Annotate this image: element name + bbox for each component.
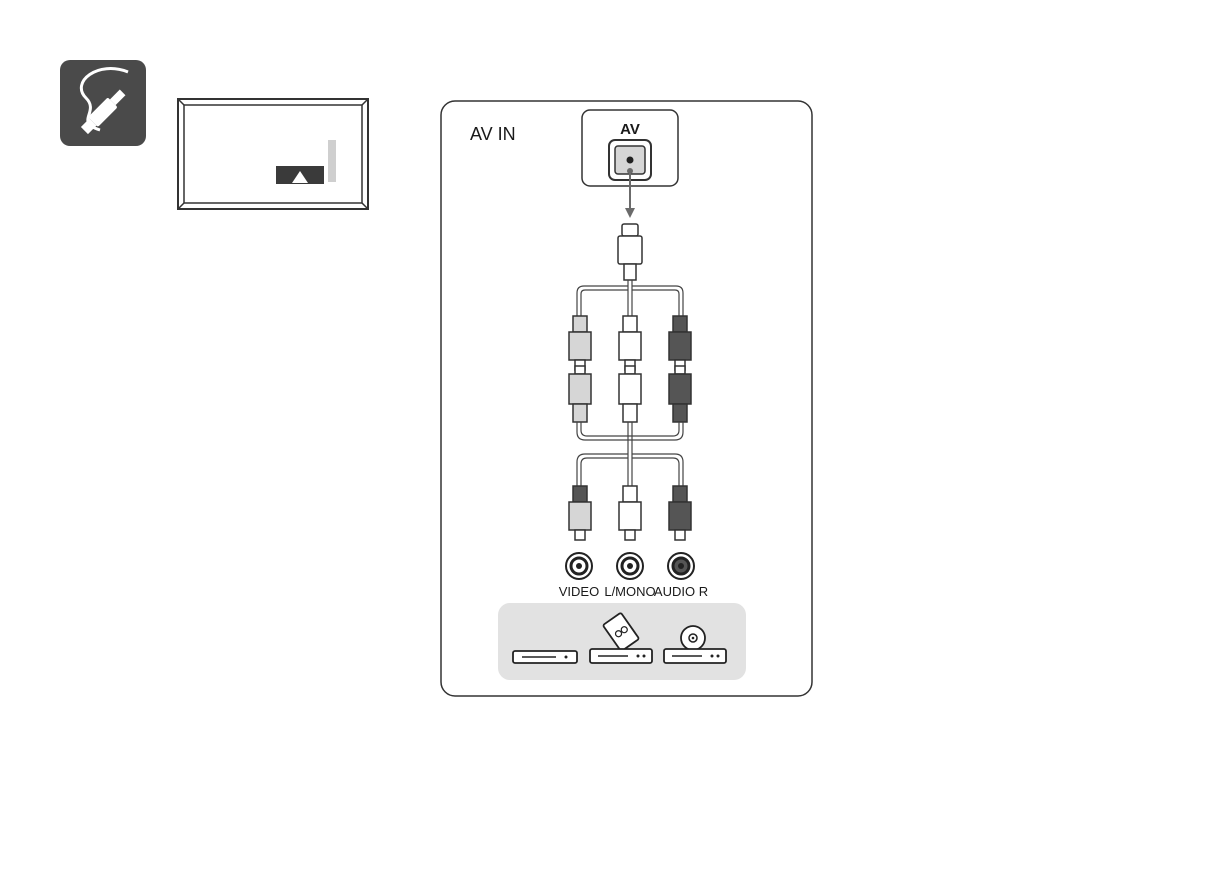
jack-label-audio-r: AUDIO R bbox=[654, 584, 708, 599]
video-jack bbox=[566, 553, 592, 579]
video-plug bbox=[569, 366, 591, 422]
port-label: AV bbox=[620, 121, 640, 138]
mono-jack bbox=[617, 553, 643, 579]
blu-ray-player-icon bbox=[513, 651, 577, 663]
jack-label-video: VIDEO bbox=[559, 584, 599, 599]
mono-plug bbox=[619, 366, 641, 422]
tv-rear-thumbnail bbox=[178, 99, 368, 209]
jack-row: VIDEO L/MONO AUDIO R bbox=[559, 553, 708, 599]
jack-label-mono: L/MONO bbox=[604, 584, 655, 599]
cable-plug-icon bbox=[60, 60, 146, 146]
audio-r-plug bbox=[669, 366, 691, 422]
section-label: AV IN bbox=[470, 124, 516, 144]
plug-row-middle bbox=[569, 366, 691, 422]
audio-r-jack bbox=[668, 553, 694, 579]
